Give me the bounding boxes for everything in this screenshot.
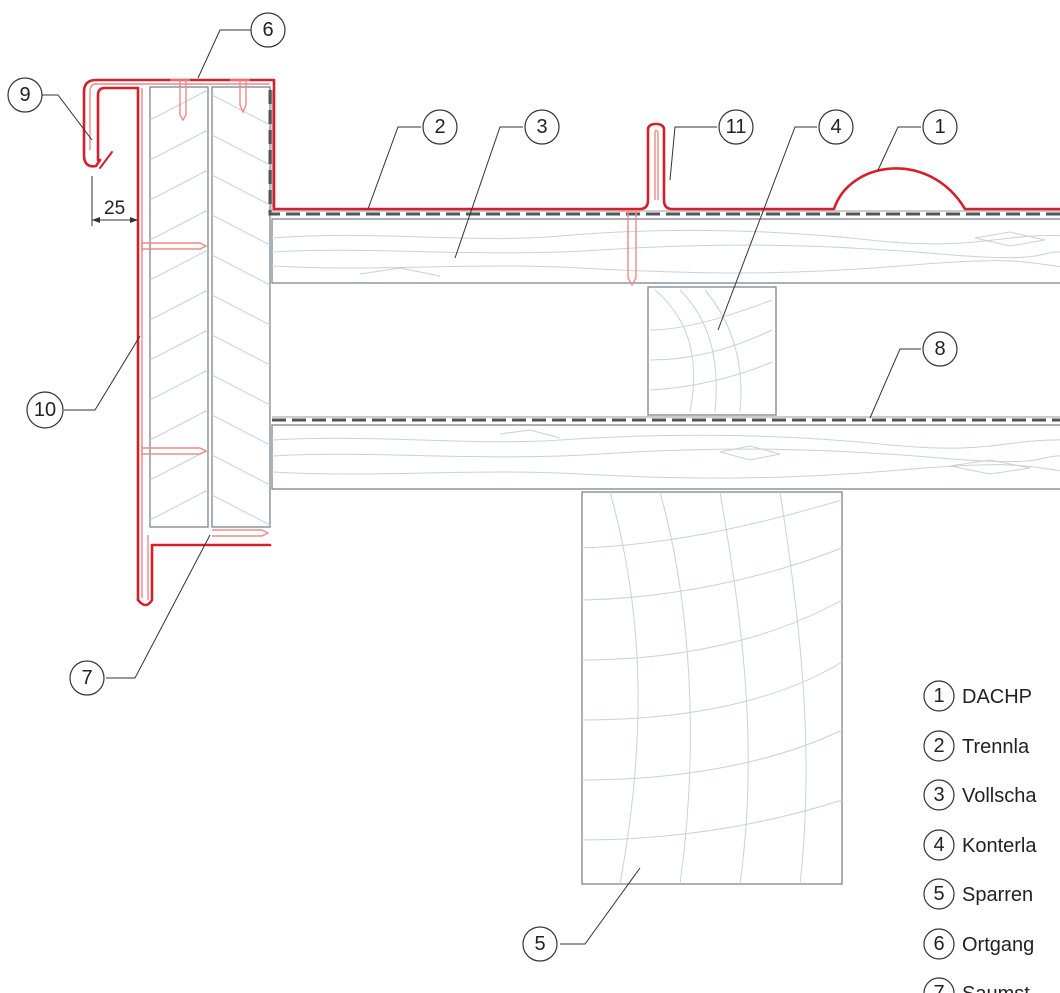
- rafter-5: [581, 491, 843, 885]
- legend-item: 6 Ortgang: [923, 928, 1034, 960]
- callout-number: 9: [19, 84, 30, 106]
- legend-item: 3 Vollscha: [923, 779, 1037, 811]
- callout-number: 4: [830, 116, 841, 138]
- legend-number: 1: [933, 685, 944, 707]
- legend-item: 7 Saumst: [923, 977, 1030, 993]
- dimension-value: 25: [104, 198, 125, 219]
- legend-label: Saumst: [962, 983, 1030, 993]
- callout-number: 2: [434, 116, 445, 138]
- legend-label: Ortgang: [962, 934, 1034, 956]
- legend-label: Konterla: [962, 835, 1037, 857]
- callout-number: 7: [81, 667, 92, 689]
- legend-number: 4: [933, 834, 944, 856]
- leader-lines: [34, 29, 921, 945]
- legend-number: 5: [933, 883, 944, 905]
- callout-number: 8: [934, 338, 945, 360]
- separation-layer-2: [268, 90, 1060, 216]
- callout-8: 8: [922, 331, 958, 367]
- callout-11: 11: [718, 109, 754, 145]
- legend-item: 2 Trennla: [923, 730, 1030, 762]
- legend-number: 7: [933, 982, 944, 993]
- callout-6: 6: [250, 12, 286, 48]
- legend-label: Vollscha: [962, 785, 1037, 807]
- nails: [141, 79, 640, 537]
- legend-number: 2: [933, 735, 944, 757]
- legend-item: 5 Sparren: [923, 878, 1033, 910]
- legend: 1 DACHP 2 Trennla 3 Vollscha 4 Konterla …: [923, 680, 1037, 993]
- boarding-3: [271, 218, 1060, 284]
- callout-number: 10: [34, 399, 56, 421]
- legend-item: 4 Konterla: [923, 829, 1037, 861]
- legend-label: DACHP: [962, 686, 1032, 708]
- legend-label: Sparren: [962, 884, 1033, 906]
- callout-3: 3: [524, 109, 560, 145]
- membrane-8: [272, 416, 1060, 422]
- callout-number: 3: [536, 116, 547, 138]
- callout-1: 1: [922, 109, 958, 145]
- callout-5: 5: [522, 926, 558, 962]
- legend-label: Trennla: [962, 736, 1030, 758]
- dimension-25: 25: [91, 176, 138, 226]
- fascia-boards: [149, 86, 271, 528]
- legend-item: 1 DACHP: [923, 680, 1032, 712]
- sheet-metal-inner: [89, 83, 659, 600]
- sheet-metal: [82, 78, 1060, 607]
- callout-10: 10: [26, 391, 64, 429]
- callout-number: 5: [534, 933, 545, 955]
- callout-number: 6: [262, 19, 273, 41]
- counter-batten-4: [647, 286, 777, 416]
- callout-4: 4: [818, 109, 854, 145]
- lower-board: [271, 424, 1060, 490]
- callout-7: 7: [69, 660, 105, 696]
- callout-number: 11: [726, 116, 747, 138]
- callout-9: 9: [7, 77, 43, 113]
- legend-number: 3: [933, 784, 944, 806]
- legend-number: 6: [933, 933, 944, 955]
- callout-2: 2: [422, 109, 458, 145]
- callout-number: 1: [934, 116, 945, 138]
